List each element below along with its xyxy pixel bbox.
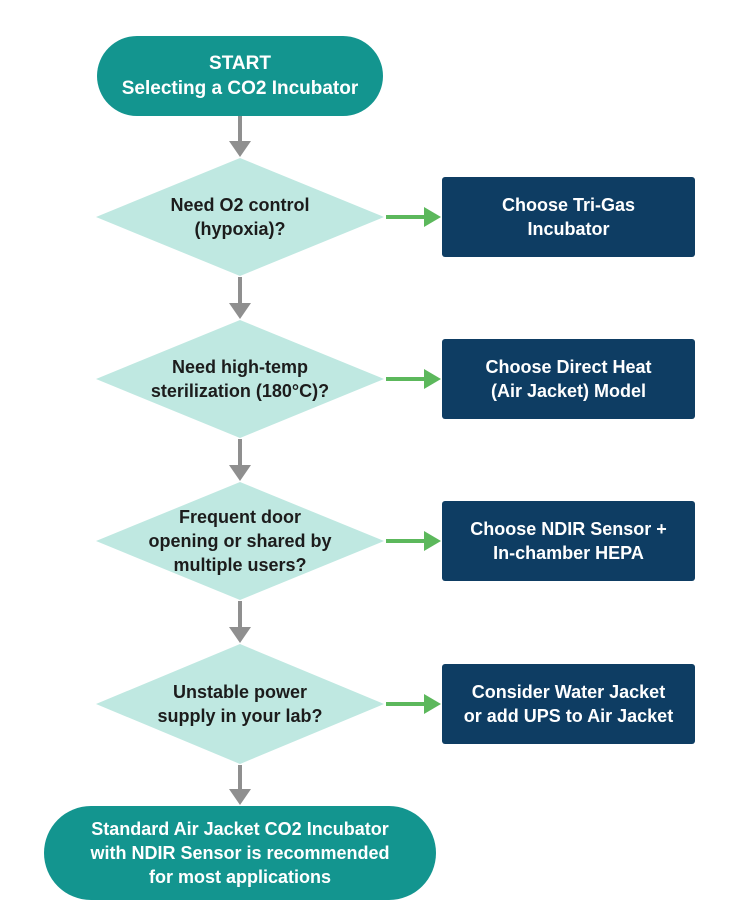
start-node: START Selecting a CO2 Incubator [97, 36, 383, 116]
end-node: Standard Air Jacket CO2 Incubator with N… [44, 806, 436, 900]
action-box-3: Choose NDIR Sensor + In-chamber HEPA [442, 501, 695, 581]
decision-diamond-4 [96, 644, 384, 764]
end-line-2: with NDIR Sensor is recommended [90, 843, 390, 863]
action-box-1: Choose Tri-Gas Incubator [442, 177, 695, 257]
decision-label-2: Need high-temp sterilization (180°C)? [120, 340, 360, 418]
start-title: START [209, 53, 271, 74]
action-box-2: Choose Direct Heat (Air Jacket) Model [442, 339, 695, 419]
action-2-line-1: Choose Direct Heat [485, 357, 652, 377]
action-4-line-1: Consider Water Jacket [471, 682, 666, 702]
decision-1-line-1: Need O2 control [170, 195, 310, 215]
action-box-4: Consider Water Jacket or add UPS to Air … [442, 664, 695, 744]
decision-label-1: Need O2 control (hypoxia)? [130, 178, 350, 256]
action-4-line-2: or add UPS to Air Jacket [463, 706, 674, 726]
decision-diamond-3 [96, 482, 384, 600]
decision-4-line-2: supply in your lab? [157, 706, 323, 726]
flow-arrow-2 [229, 277, 251, 319]
flow-arrow-4 [229, 601, 251, 643]
decision-3-line-1: Frequent door [179, 507, 301, 527]
flow-arrow-3 [229, 439, 251, 481]
yes-arrow-4 [386, 694, 441, 714]
decision-label-4: Unstable power supply in your lab? [120, 665, 360, 743]
yes-arrow-1 [386, 207, 441, 227]
action-2-line-2: (Air Jacket) Model [490, 381, 647, 401]
decision-diamond-1 [96, 158, 384, 276]
decision-2-line-1: Need high-temp [171, 357, 308, 377]
decision-1-line-2: (hypoxia)? [194, 219, 286, 239]
decision-4-line-1: Unstable power [172, 682, 307, 702]
action-3-line-2: In-chamber HEPA [493, 543, 644, 563]
end-line-1: Standard Air Jacket CO2 Incubator [91, 819, 389, 839]
flow-arrow-5 [229, 765, 251, 805]
decision-label-3: Frequent door opening or shared by multi… [120, 496, 360, 586]
action-1-line-1: Choose Tri-Gas [501, 195, 636, 215]
action-1-line-2: Incubator [527, 219, 610, 239]
yes-arrow-3 [386, 531, 441, 551]
decision-3-line-3: multiple users? [173, 555, 307, 575]
action-3-line-1: Choose NDIR Sensor + [470, 519, 667, 539]
flow-arrow-1 [229, 116, 251, 157]
yes-arrow-2 [386, 369, 441, 389]
decision-diamond-2 [96, 320, 384, 438]
decision-3-line-2: opening or shared by [148, 531, 332, 551]
end-line-3: for most applications [148, 867, 331, 887]
decision-2-line-2: sterilization (180°C)? [150, 381, 330, 401]
start-subtitle: Selecting a CO2 Incubator [121, 78, 359, 99]
